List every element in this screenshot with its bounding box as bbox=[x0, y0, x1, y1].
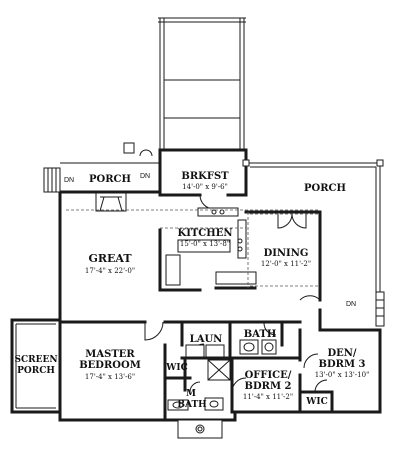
m-bath-m: M bbox=[186, 389, 196, 399]
screen-porch-name-1: SCREEN bbox=[14, 355, 57, 365]
rear-stoop bbox=[177, 419, 223, 439]
dn-label-right: DN bbox=[346, 301, 356, 308]
screen-porch-name-2: PORCH bbox=[17, 366, 55, 376]
den-size: 13'-0" x 13'-10" bbox=[315, 371, 370, 379]
master-bath-fixtures bbox=[167, 359, 231, 411]
wic-den-name: WIC bbox=[305, 397, 327, 407]
master-name-2: BEDROOM bbox=[79, 360, 141, 371]
master-name-1: MASTER bbox=[85, 349, 135, 360]
office-name-2: BDRM 2 bbox=[245, 381, 292, 392]
upper-bath-fixtures bbox=[239, 339, 277, 355]
right-side-steps bbox=[375, 291, 385, 327]
master-size: 17'-4" x 13'-6" bbox=[85, 373, 135, 381]
kitchen-counters bbox=[165, 207, 257, 286]
interior-walls bbox=[58, 193, 334, 422]
den-name-1: DEN/ bbox=[327, 348, 356, 359]
wic-master-name: WIC bbox=[165, 363, 187, 373]
fireplace bbox=[95, 192, 127, 212]
laun-name: LAUN bbox=[190, 334, 223, 345]
dining-name: DINING bbox=[264, 248, 309, 259]
great-name: GREAT bbox=[88, 252, 132, 265]
kitchen-name: KITCHEN bbox=[178, 228, 233, 239]
kitchen-size: 15'-0" x 13'-8" bbox=[180, 240, 230, 248]
office-size: 11'-4" x 11'-2" bbox=[243, 393, 293, 401]
dining-size: 12'-0" x 11'-2" bbox=[261, 260, 311, 268]
dn-label-porch-outer: DN bbox=[64, 177, 74, 184]
brkfst-size: 14'-0" x 9'-6" bbox=[182, 183, 228, 191]
bath-upper-name: BATH bbox=[244, 329, 277, 340]
great-size: 17'-4" x 22'-0" bbox=[85, 267, 135, 275]
den-name-2: BDRM 3 bbox=[319, 359, 366, 370]
brkfst-name: BRKFST bbox=[181, 171, 229, 182]
dn-label-porch-inner: DN bbox=[140, 173, 150, 180]
fixtures bbox=[15, 192, 320, 439]
left-porch-steps bbox=[43, 167, 61, 193]
room-labels: DN DN DN PORCH BRKFST 14'-0" x 9'-6" POR… bbox=[14, 171, 369, 410]
porch-rails bbox=[43, 142, 385, 327]
porch-left-name: PORCH bbox=[89, 174, 131, 185]
porch-right-name: PORCH bbox=[304, 183, 346, 194]
m-bath-name: BATH bbox=[177, 400, 207, 410]
office-name-1: OFFICE/ bbox=[245, 370, 292, 381]
trellis-walkway bbox=[158, 17, 246, 150]
laundry-machines bbox=[185, 344, 225, 358]
